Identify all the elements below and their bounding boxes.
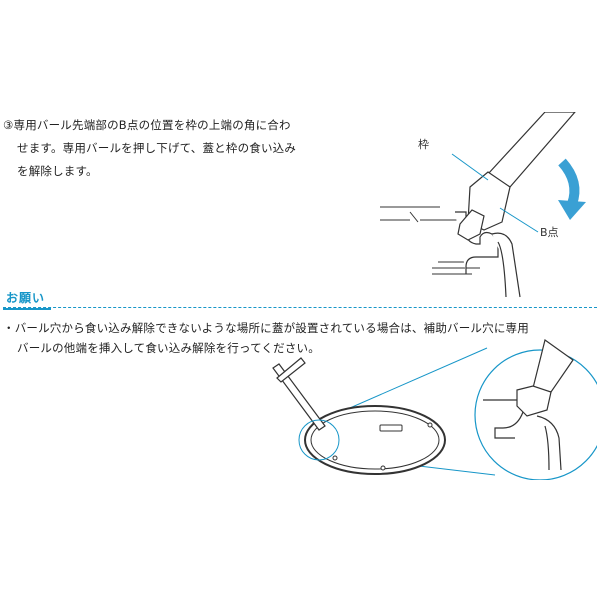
note-text-line-1: ・バール穴から食い込み解除できないような場所に蓋が設置されている場合は、補助バー…: [3, 321, 529, 335]
step-3-instructions: ③専用バール先端部のB点の位置を枠の上端の角に合わ せます。専用バールを押し下げ…: [3, 114, 333, 183]
down-arrow-icon: [558, 158, 586, 220]
step-text-line-2: せます。専用バールを押し下げて、蓋と枠の食い込み: [17, 141, 297, 155]
step-text-line-1: ③専用バール先端部のB点の位置を枠の上端の角に合わ: [3, 118, 291, 132]
frame-label: 枠: [418, 137, 429, 151]
step-text-line-3: を解除します。: [17, 164, 98, 178]
lever-bar: [457, 112, 576, 241]
lever-figure: 枠 B点: [380, 112, 586, 298]
note-divider: [3, 307, 597, 308]
zoom-line-upper: [326, 347, 488, 419]
frame-leader-line: [451, 153, 489, 181]
note-text: ・バール穴から食い込み解除できないような場所に蓋が設置されている場合は、補助バー…: [3, 318, 529, 358]
cover-figure: [272, 338, 597, 480]
note-heading: お願い: [3, 288, 52, 310]
t-handle-bar: [272, 357, 326, 431]
b-point-label: B点: [540, 226, 559, 239]
note-text-line-2: バールの他端を挿入して食い込み解除を行ってください。: [17, 341, 320, 355]
lid-surface: [380, 206, 480, 275]
b-point-leader-line: [499, 207, 539, 233]
zoom-detail: [474, 338, 597, 480]
manhole-cover: [304, 405, 446, 475]
zoom-circle-small: [298, 419, 340, 461]
